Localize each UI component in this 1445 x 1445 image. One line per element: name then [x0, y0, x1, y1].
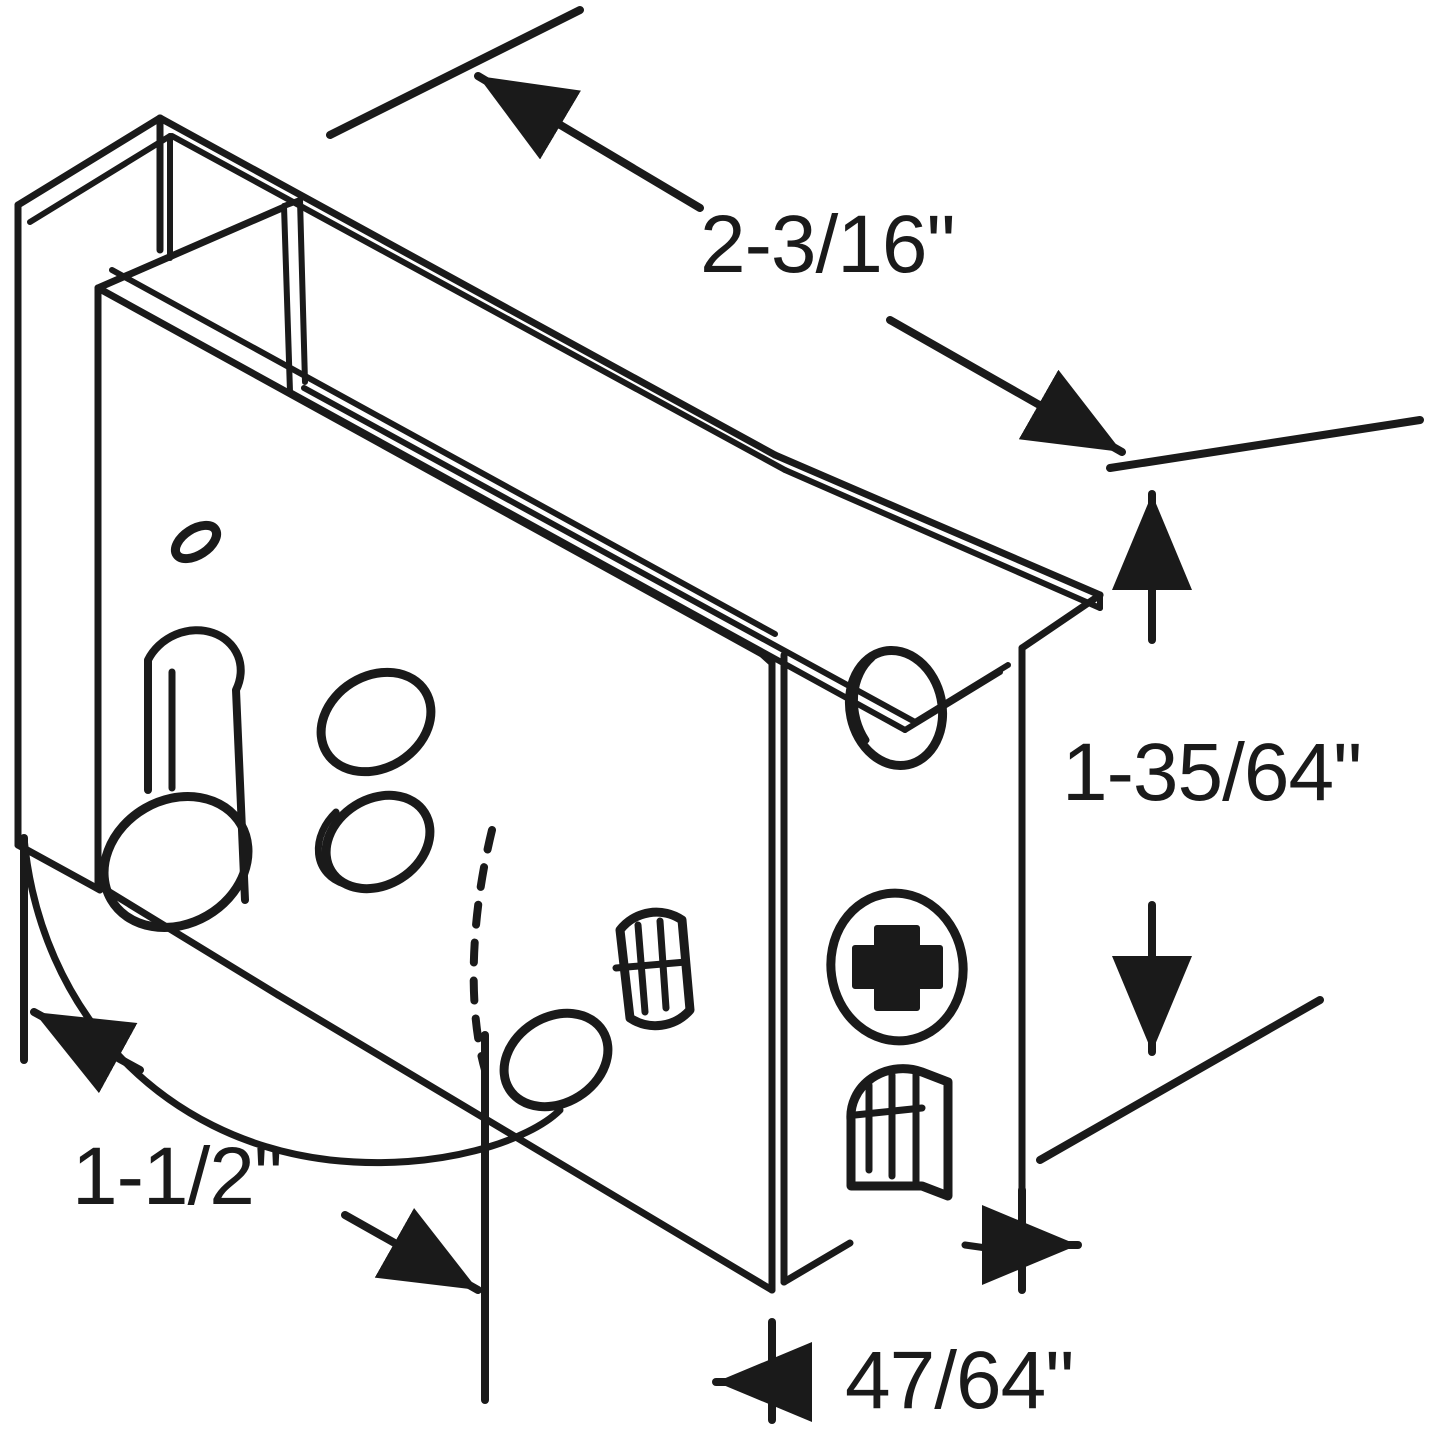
dimension-line-thickness [712, 1186, 1082, 1424]
dimension-label-depth: 1-1/2" [72, 1131, 282, 1222]
small-oval-hole-top-left [170, 520, 222, 564]
oval-hole-front-lower [499, 1008, 613, 1112]
hole-group-side [826, 645, 968, 1201]
dimension-label-height: 1-35/64" [1062, 727, 1361, 818]
hole-group-front [99, 520, 695, 1112]
roller-wheel-arc [20, 834, 564, 1167]
housing-body [94, 114, 1104, 1294]
oval-hole-front-mid [321, 790, 435, 894]
dashed-hidden-arc [469, 826, 496, 1074]
oval-hole-front-upper [316, 667, 436, 777]
dimension-line-depth [20, 834, 489, 1404]
oval-hole-side-top [844, 645, 948, 771]
dimension-label-width: 2-3/16" [700, 199, 955, 290]
left-mounting-flange [14, 114, 173, 894]
phillips-screw-head [826, 888, 968, 1046]
dimension-label-thickness: 47/64" [845, 1335, 1073, 1426]
serrated-notch-bottom [846, 1064, 953, 1201]
large-round-hole-left [99, 792, 253, 932]
hex-nut-fastener [612, 907, 695, 1031]
keyhole-slot-left [144, 626, 249, 904]
dimension-line-width [326, 6, 1424, 472]
dimension-line-height [1036, 490, 1324, 1164]
